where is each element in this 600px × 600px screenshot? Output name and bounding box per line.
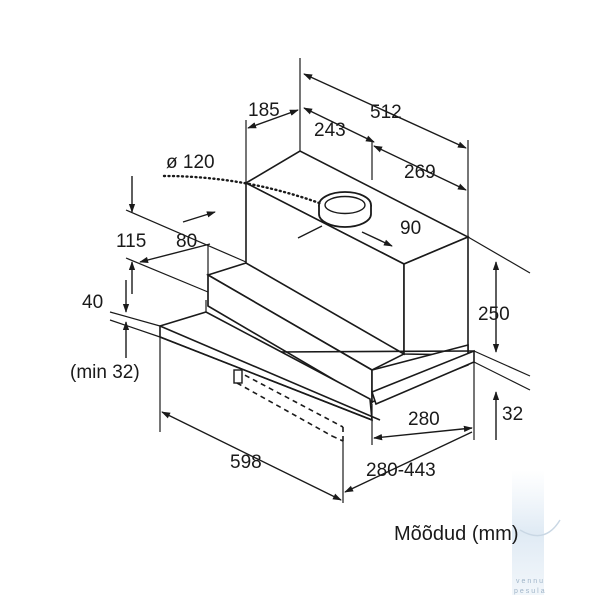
dim-40: 40 bbox=[82, 292, 103, 313]
extension-lines bbox=[109, 58, 531, 503]
dim-min-32: (min 32) bbox=[70, 362, 140, 383]
dimension-lines bbox=[122, 73, 500, 501]
dim-512: 512 bbox=[370, 102, 402, 123]
dim-280-443: 280-443 bbox=[366, 460, 436, 481]
dim-269: 269 bbox=[404, 162, 436, 183]
diagram-caption: Mõõdud (mm) bbox=[394, 523, 518, 545]
dim-250: 250 bbox=[478, 304, 510, 325]
dim-diameter-120: ø 120 bbox=[166, 152, 215, 173]
dimension-labels: 185 512 243 269 ø 120 115 80 90 40 (min … bbox=[70, 100, 523, 481]
dim-32: 32 bbox=[502, 404, 523, 425]
dim-80: 80 bbox=[176, 231, 197, 252]
diameter-leader bbox=[162, 174, 324, 206]
dim-280: 280 bbox=[408, 409, 440, 430]
svg-text:pesula: pesula bbox=[514, 588, 547, 595]
watermark-logo: vennu pesula bbox=[512, 470, 561, 595]
svg-text:vennu: vennu bbox=[516, 578, 545, 585]
dim-185: 185 bbox=[248, 100, 280, 121]
dim-90: 90 bbox=[400, 218, 421, 239]
dim-115: 115 bbox=[116, 231, 146, 252]
exhaust-outlet bbox=[318, 191, 372, 228]
dim-598: 598 bbox=[230, 452, 262, 473]
hood-body bbox=[159, 150, 475, 422]
dim-243: 243 bbox=[314, 120, 346, 141]
